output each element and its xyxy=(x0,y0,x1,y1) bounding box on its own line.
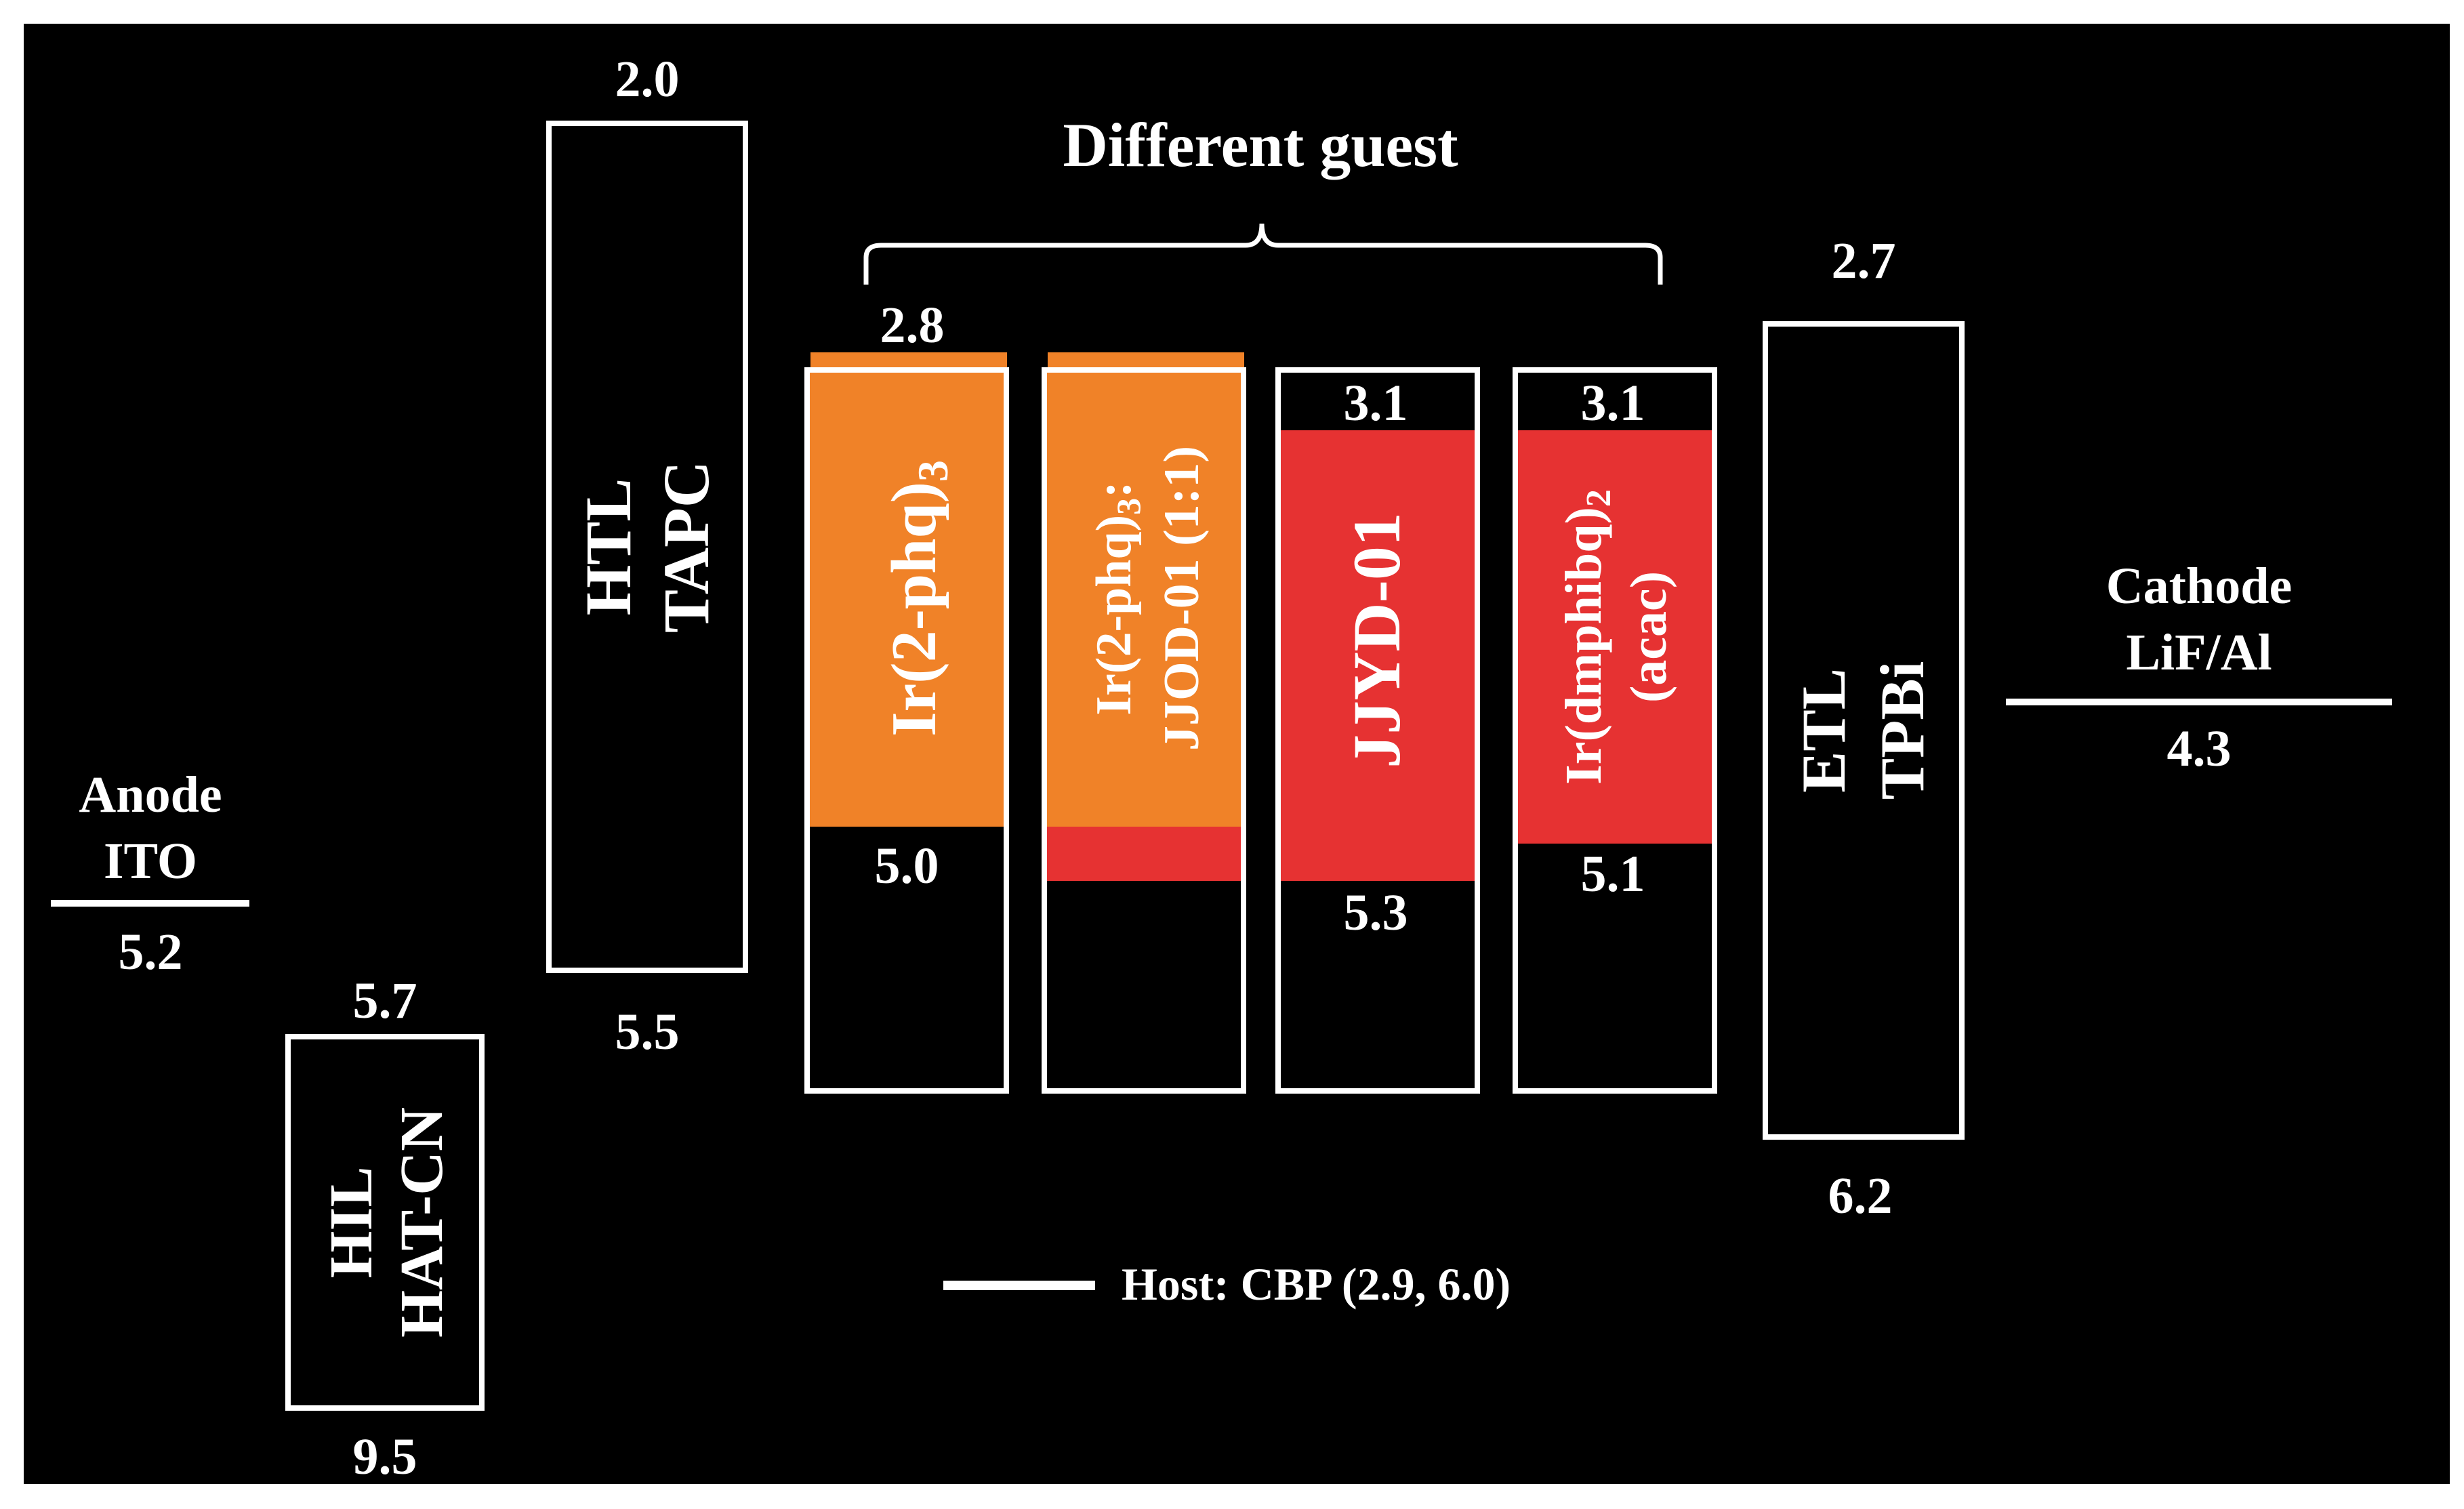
guest3-fill xyxy=(1278,430,1477,881)
hil-material: HAT-CN xyxy=(388,1107,455,1338)
guest3-homo-value: 5.3 xyxy=(1344,884,1408,941)
guest3-label: JJYD-01 xyxy=(1339,512,1414,768)
guest1-lumo-value: 2.8 xyxy=(880,297,945,354)
guest3-lumo-value: 3.1 xyxy=(1344,375,1408,432)
guest2-label-subscript: 3 xyxy=(1109,498,1147,515)
guest3-box xyxy=(1275,367,1480,1094)
guest2-red-fill xyxy=(1044,827,1244,881)
htl-bottom-value: 5.5 xyxy=(615,1004,680,1060)
guest2-label-line2: JJOD-01 (1:1) xyxy=(1154,446,1210,751)
htl-name: HTL xyxy=(572,478,644,616)
guest1-fill xyxy=(807,370,1006,827)
cathode-label: Cathode xyxy=(2106,558,2292,615)
etl-top-value: 2.7 xyxy=(1832,232,1896,289)
htl-top-value: 2.0 xyxy=(615,51,680,108)
guest1-label: Ir(2-phq)3 xyxy=(879,460,957,737)
anode-label: Anode xyxy=(79,766,222,823)
etl-bottom-value: 6.2 xyxy=(1828,1167,1893,1224)
guest2-label-line1: Ir(2-phq)3: xyxy=(1086,481,1147,716)
hil-top-value: 5.7 xyxy=(353,972,417,1029)
hil-box xyxy=(285,1034,485,1411)
guest2-lumo-bar xyxy=(1048,352,1244,367)
guest4-label-line2: (acac) xyxy=(1620,571,1677,703)
diagram-title: Different guest xyxy=(1063,110,1458,180)
guest1-homo-value: 5.0 xyxy=(875,838,939,894)
guest2-box xyxy=(1042,367,1246,1094)
guest1-lumo-bar xyxy=(810,352,1007,367)
cathode-work-function: 4.3 xyxy=(2167,720,2232,777)
guest4-box xyxy=(1513,367,1717,1094)
anode-work-function: 5.2 xyxy=(119,924,183,980)
guest4-label-line1: Ir(dmphibq)2 xyxy=(1555,489,1618,785)
guest1-box xyxy=(804,367,1009,1094)
guest1-label-subscript: 3 xyxy=(909,460,957,482)
guest2-orange-fill xyxy=(1044,370,1244,827)
etl-material: TPBi xyxy=(1868,661,1937,800)
guest4-fill xyxy=(1515,430,1714,844)
legend-host-label: Host: CBP (2.9, 6.0) xyxy=(1122,1258,1511,1310)
etl-box xyxy=(1763,321,1965,1140)
anode-material: ITO xyxy=(104,833,197,890)
htl-box xyxy=(546,121,748,973)
guest4-label-subscript: 2 xyxy=(1580,489,1618,507)
hil-bottom-value: 9.5 xyxy=(353,1428,417,1485)
cathode-material: LiF/Al xyxy=(2126,624,2272,681)
etl-name: ETL xyxy=(1789,668,1858,793)
guest-brace xyxy=(863,223,1663,285)
htl-material: TAPC xyxy=(650,461,722,633)
guest4-lumo-value: 3.1 xyxy=(1581,375,1645,432)
guest4-homo-value: 5.1 xyxy=(1581,846,1645,903)
hil-name: HIL xyxy=(318,1166,385,1278)
